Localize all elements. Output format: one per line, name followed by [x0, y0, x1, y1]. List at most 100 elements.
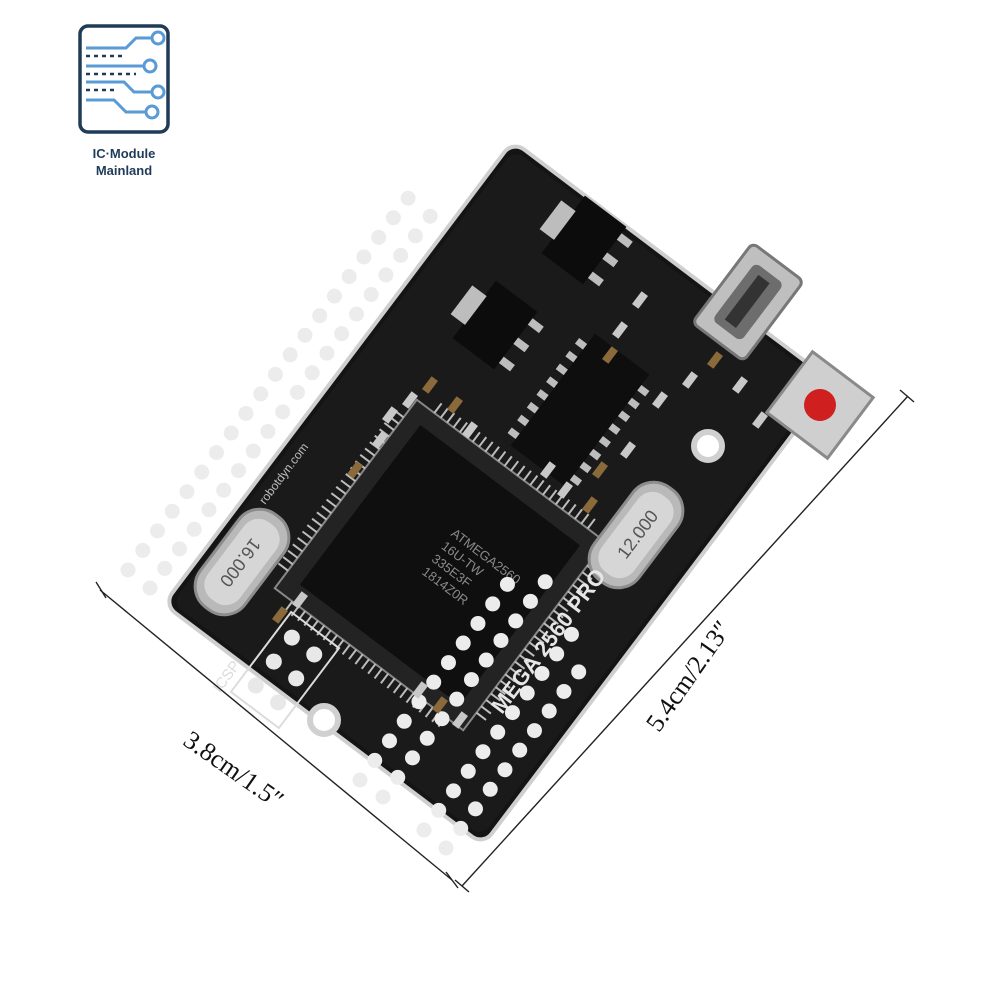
voltage-regulator-1: [539, 195, 633, 287]
micro-usb-port: [693, 243, 803, 361]
header-pin: [493, 632, 509, 648]
header-pin: [149, 523, 165, 539]
header-pin: [282, 347, 298, 363]
header-pin: [194, 464, 210, 480]
smd-component: [451, 711, 469, 729]
header-pin: [482, 781, 498, 797]
voltage-regulator-2: [450, 280, 544, 372]
header-pin: [522, 593, 538, 609]
header-pin: [378, 267, 394, 283]
header-pin: [179, 484, 195, 500]
brand-name-line1: IC·Module: [92, 146, 156, 161]
dimension-lines: [95, 389, 915, 893]
smd-component: [651, 391, 669, 409]
header-pin: [541, 703, 557, 719]
header-pin: [407, 228, 423, 244]
header-pin: [467, 801, 483, 817]
header-pin: [434, 711, 450, 727]
header-pin: [312, 308, 328, 324]
header-pin: [455, 635, 471, 651]
brand-logo: IC·Module Mainland: [64, 20, 184, 180]
header-pin: [400, 190, 416, 206]
header-pin: [186, 521, 202, 537]
header-pin: [120, 562, 136, 578]
header-pin: [363, 287, 379, 303]
header-pin: [504, 705, 520, 721]
mounting-holes: [307, 429, 725, 737]
smd-component: [556, 481, 574, 499]
header-pin: [537, 574, 553, 590]
crystal-16mhz: 16.000: [193, 507, 291, 617]
header-pin: [164, 503, 180, 519]
header-pin: [230, 463, 246, 479]
smd-component: [591, 461, 609, 479]
header-pin: [475, 744, 491, 760]
header-pin: [431, 802, 447, 818]
header-pin: [571, 664, 587, 680]
smd-component: [291, 591, 309, 609]
header-pin: [352, 772, 368, 788]
header-pin: [238, 405, 254, 421]
header-pins: [120, 190, 587, 856]
header-pin: [411, 694, 427, 710]
usb-serial-chip: [507, 333, 650, 487]
reset-button: [764, 349, 876, 461]
header-pin: [460, 763, 476, 779]
mcu-chip: ATMEGA2560 16U-TW 335E3F 1814Z0R: [273, 398, 607, 732]
smd-component: [401, 391, 419, 409]
smd-component: [346, 461, 364, 479]
header-pin: [404, 750, 420, 766]
header-pin: [390, 769, 406, 785]
smd-component: [271, 606, 289, 624]
header-pin: [519, 685, 535, 701]
smd-component: [381, 406, 399, 424]
header-pin: [381, 733, 397, 749]
smd-component: [421, 376, 439, 394]
smd-component: [611, 321, 629, 339]
smd-component: [581, 496, 599, 514]
header-pin: [267, 366, 283, 382]
header-pin: [556, 683, 572, 699]
header-pin: [449, 691, 465, 707]
header-pin: [135, 542, 151, 558]
header-pin: [490, 724, 506, 740]
header-pin: [289, 384, 305, 400]
header-pin: [245, 443, 261, 459]
header-pin: [426, 674, 442, 690]
header-pin: [534, 665, 550, 681]
circuit-board-icon: [78, 24, 170, 134]
header-pin: [419, 730, 435, 746]
brand-name-line2: Mainland: [95, 163, 153, 178]
header-pin: [260, 423, 276, 439]
header-pin: [422, 208, 438, 224]
header-pin: [375, 789, 391, 805]
header-pin: [297, 327, 313, 343]
header-pin: [341, 269, 357, 285]
header-pin: [367, 752, 383, 768]
smd-component: [619, 441, 637, 459]
header-pin: [142, 580, 158, 596]
header-pin: [478, 652, 494, 668]
header-pin: [253, 386, 269, 402]
header-pin: [396, 713, 412, 729]
header-pin: [371, 229, 387, 245]
crystal-12mhz: 12.000: [587, 480, 685, 590]
header-pin: [393, 247, 409, 263]
header-pin: [334, 326, 350, 342]
smd-component: [681, 371, 699, 389]
header-pin: [440, 655, 456, 671]
header-pin: [526, 723, 542, 739]
header-pin: [319, 345, 335, 361]
smd-component: [411, 681, 429, 699]
header-pin: [304, 365, 320, 381]
smd-component: [706, 351, 724, 369]
header-pin: [499, 576, 515, 592]
header-pin: [356, 249, 372, 265]
header-pin: [348, 306, 364, 322]
smd-component: [461, 421, 479, 439]
header-pin: [512, 742, 528, 758]
header-pin: [508, 613, 524, 629]
header-pin: [563, 626, 579, 642]
smd-component: [731, 376, 749, 394]
